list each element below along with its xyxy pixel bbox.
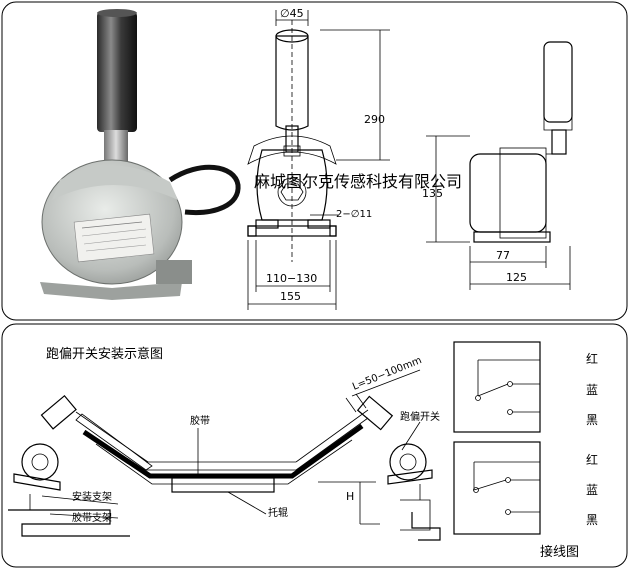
- top-panel-frame: [1, 1, 628, 321]
- dim-height-135: 135: [422, 187, 443, 200]
- switch-photo: [40, 9, 241, 300]
- front-view-drawing: ∅45 290 2−∅11 110−130 155: [247, 7, 390, 310]
- wire-color-top-1: 红: [586, 351, 598, 366]
- dim-width-155: 155: [280, 290, 301, 303]
- label-switch: 跑偏开关: [400, 410, 440, 423]
- wire-color-top-2: 蓝: [586, 383, 598, 397]
- label-mount-bracket: 安装支架: [72, 490, 112, 503]
- label-belt: 胶带: [190, 414, 210, 427]
- install-diagram: L=50−100mm H 胶带 跑偏开关 托辊 安装支架 胶带支架: [8, 355, 441, 541]
- dim-width-77: 77: [496, 249, 510, 262]
- label-belt-bracket: 胶带支架: [72, 511, 112, 524]
- dim-holes: 2−∅11: [336, 209, 372, 220]
- company-label: 麻城图尔克传感科技有限公司: [254, 172, 462, 191]
- wiring-diagram-bottom: 红 蓝 黑: [453, 441, 598, 535]
- wire-color-bottom-1: 红: [586, 452, 598, 467]
- wire-color-top-3: 黑: [586, 413, 598, 427]
- dim-width-110-130: 110−130: [266, 272, 317, 285]
- dim-diameter-top: ∅45: [280, 7, 304, 20]
- label-height: H: [346, 490, 354, 503]
- bottom-panel-frame: [1, 323, 628, 568]
- dim-height-290: 290: [364, 113, 385, 126]
- wire-color-bottom-2: 蓝: [586, 483, 598, 497]
- label-gap: L=50−100mm: [351, 355, 423, 393]
- wiring-title: 接线图: [540, 544, 579, 560]
- label-idler: 托辊: [268, 506, 288, 519]
- install-diagram-title: 跑偏开关安装示意图: [46, 346, 163, 362]
- wiring-diagram-top: 红 蓝 黑: [453, 341, 598, 433]
- wire-color-bottom-3: 黑: [586, 513, 598, 527]
- dim-width-125: 125: [506, 271, 527, 284]
- side-view-drawing: 135 77 125: [422, 41, 573, 290]
